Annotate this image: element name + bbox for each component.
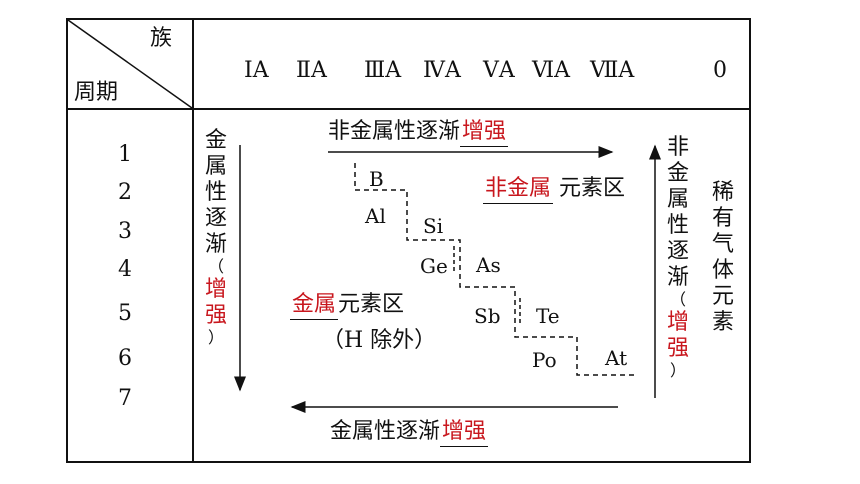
right-vertical-answer-2: 强 <box>667 335 690 361</box>
period-6: 6 <box>118 346 132 371</box>
left-vertical-answer-1: 增 <box>205 276 228 302</box>
element-b: B <box>369 167 384 191</box>
element-po: Po <box>532 348 557 372</box>
top-arrow-answer: 增强 <box>460 119 509 147</box>
element-as: As <box>476 253 501 277</box>
element-te: Te <box>536 304 560 328</box>
bottom-arrow-label: 金属性逐渐增强 <box>330 419 489 447</box>
group-1a: ⅠA <box>244 58 269 83</box>
group-4a: ⅣA <box>423 58 461 83</box>
metal-region-note: （H 除外） <box>322 328 437 353</box>
element-al: Al <box>365 204 386 228</box>
bottom-arrow-answer: 增强 <box>440 419 489 447</box>
metal-nonmetal-boundary <box>354 163 636 376</box>
group-7a: ⅦA <box>590 58 635 83</box>
metal-region-label: 金属元素区 <box>290 292 404 320</box>
table-frame <box>66 18 751 463</box>
period-label: 周期 <box>74 80 119 105</box>
period-7: 7 <box>118 386 132 411</box>
element-at: At <box>605 346 628 370</box>
metal-region-answer: 金属 <box>290 292 339 320</box>
group-5a: ⅤA <box>483 58 515 83</box>
header-divider <box>66 108 751 110</box>
right-vertical-answer-1: 增 <box>667 309 690 335</box>
element-sb: Sb <box>474 304 501 328</box>
element-ge: Ge <box>420 254 448 278</box>
group-2a: ⅡA <box>296 58 327 83</box>
group-6a: ⅥA <box>532 58 571 83</box>
noble-gas-label: 稀 有 气 体 元 素 <box>712 180 735 335</box>
left-vertical-answer-2: 强 <box>205 302 228 328</box>
period-2: 2 <box>118 180 132 205</box>
group-3a: ⅢA <box>364 58 402 83</box>
period-1: 1 <box>118 142 132 167</box>
left-vertical-label: 金 属 性 逐 渐 （ 增 强 ） <box>205 128 228 347</box>
top-arrow-label: 非金属性逐渐增强 <box>328 119 509 147</box>
element-si: Si <box>423 214 444 238</box>
group-0: 0 <box>713 58 727 83</box>
nonmetal-region-answer: 非金属 <box>483 176 554 204</box>
period-3: 3 <box>118 219 132 244</box>
group-label: 族 <box>150 26 173 51</box>
period-5: 5 <box>118 301 132 326</box>
corner-diagonal <box>67 19 193 109</box>
period-4: 4 <box>118 257 132 282</box>
nonmetal-region-label: 非金属元素区 <box>483 176 625 204</box>
period-column-divider <box>192 18 194 463</box>
right-vertical-label: 非 金 属 性 逐 渐 （ 增 强 ） <box>667 135 690 380</box>
